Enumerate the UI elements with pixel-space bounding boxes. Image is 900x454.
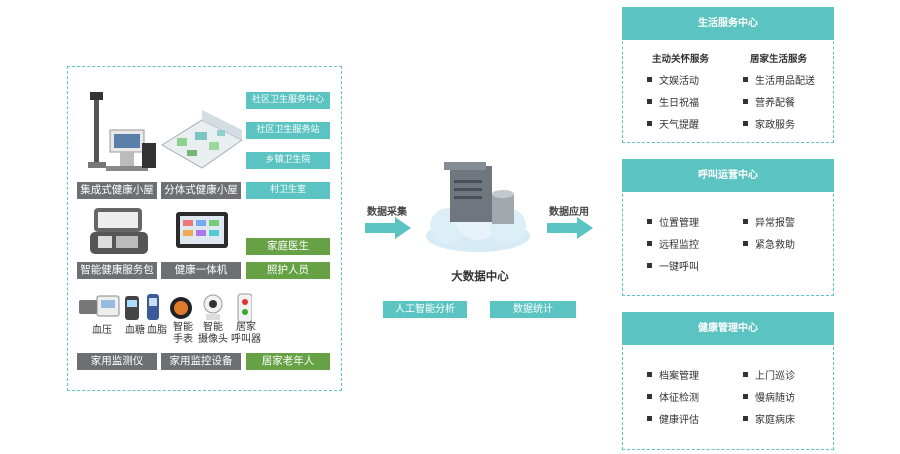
tag-caregiver: 照护人员 (246, 262, 330, 279)
home-devices-image (79, 293, 252, 323)
list-item: 体征检测 (647, 389, 699, 404)
data-collection-label: 数据采集 (367, 207, 407, 218)
list-item: 家政服务 (743, 116, 795, 131)
tag-home-elderly: 居家老年人 (246, 353, 330, 370)
list-item: 生活用品配送 (743, 72, 815, 87)
right-arrow-icon (547, 217, 593, 239)
tag-community-health-station: 社区卫生服务站 (246, 122, 330, 139)
integrated-health-hut-image (88, 92, 156, 171)
label-health-service-kit: 智能健康服务包 (77, 262, 157, 279)
label-home-surveillance: 家用监控设备 (161, 353, 241, 370)
device-label-blood-pressure: 血压 (92, 325, 112, 336)
active-care-heading: 主动关怀服务 (652, 54, 710, 65)
device-label-blood-lipid: 血脂 (147, 325, 167, 336)
health-all-in-one-image (176, 212, 228, 248)
label-home-monitor: 家用监测仪 (77, 353, 157, 370)
device-label-home-caller: 居家 呼叫器 (231, 322, 261, 345)
list-item: 文娱活动 (647, 72, 699, 87)
life-service-center-title: 生活服务中心 (622, 7, 834, 40)
data-statistics-button: 数据统计 (490, 301, 576, 318)
call-center-title: 呼叫运营中心 (622, 159, 834, 192)
label-health-all-in-one: 健康一体机 (161, 262, 241, 279)
right-arrow-icon (365, 217, 411, 239)
tag-community-health-center: 社区卫生服务中心 (246, 92, 330, 109)
list-item: 档案管理 (647, 367, 699, 382)
health-service-kit-image (90, 208, 148, 254)
list-item: 远程监控 (647, 236, 699, 251)
list-item: 健康评估 (647, 411, 699, 426)
device-label-smart-camera: 智能 摄像头 (198, 322, 228, 345)
list-item: 位置管理 (647, 214, 699, 229)
data-application-label: 数据应用 (549, 207, 589, 218)
separated-health-hut-image (161, 110, 243, 169)
tag-township-hospital: 乡镇卫生院 (246, 152, 330, 169)
terminal-panel (67, 66, 342, 391)
label-integrated-hut: 集成式健康小屋 (77, 182, 157, 199)
list-item: 异常报警 (743, 214, 795, 229)
ai-analysis-button: 人工智能分析 (383, 301, 467, 318)
device-label-blood-sugar: 血糖 (125, 325, 145, 336)
label-separated-hut: 分体式健康小屋 (161, 182, 241, 199)
device-label-smart-watch: 智能 手表 (173, 322, 193, 345)
cloud-server-icon (426, 162, 530, 252)
big-data-center-title: 大数据中心 (451, 269, 509, 283)
list-item: 生日祝福 (647, 94, 699, 109)
list-item: 天气提醒 (647, 116, 699, 131)
list-item: 上门巡诊 (743, 367, 795, 382)
health-center-title: 健康管理中心 (622, 312, 834, 345)
tag-family-doctor: 家庭医生 (246, 238, 330, 255)
list-item: 营养配餐 (743, 94, 795, 109)
tag-village-clinic: 村卫生室 (246, 182, 330, 199)
list-item: 紧急救助 (743, 236, 795, 251)
home-life-heading: 居家生活服务 (750, 54, 808, 65)
list-item: 一键呼叫 (647, 258, 699, 273)
list-item: 慢病随访 (743, 389, 795, 404)
list-item: 家庭病床 (743, 411, 795, 426)
